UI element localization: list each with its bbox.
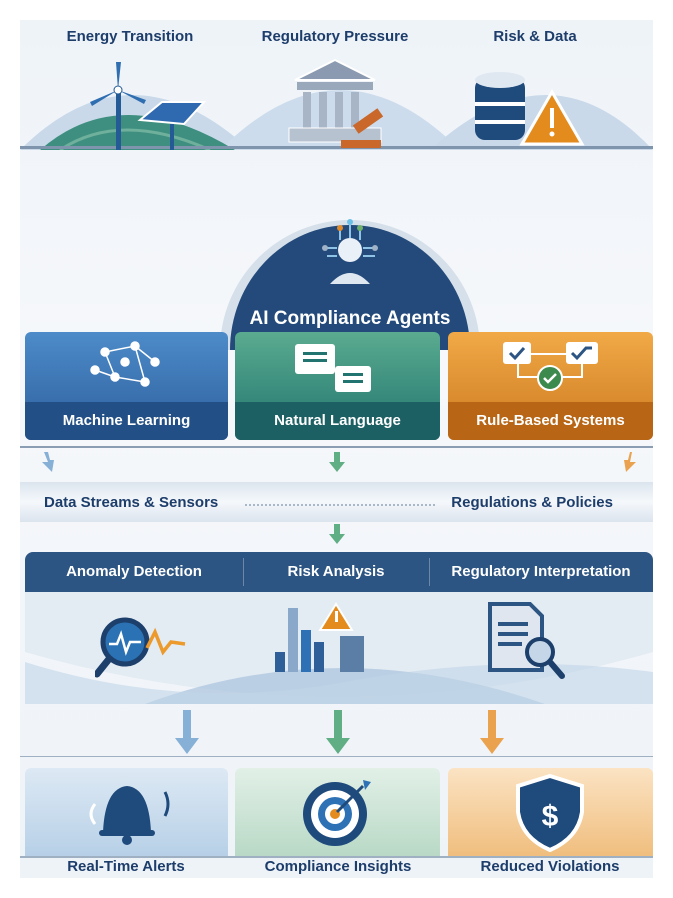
process-body (25, 592, 653, 704)
wind-solar-icon (90, 62, 207, 150)
input-regulations: Regulations & Policies (451, 494, 613, 511)
checklist-flow-icon (503, 342, 598, 391)
tech-label: Rule-Based Systems (448, 402, 653, 440)
outcome-label: Compliance Insights (264, 858, 412, 875)
bell-icon (89, 786, 170, 845)
tech-rule-based: Rule-Based Systems (448, 332, 653, 440)
shield-dollar-icon: $ (516, 773, 584, 853)
process-regulatory-interpretation: Regulatory Interpretation (451, 563, 631, 580)
top-divider (20, 146, 653, 149)
target-icon (303, 780, 371, 846)
process-anomaly-detection: Anomaly Detection (66, 563, 202, 580)
divider (20, 446, 653, 448)
tech-machine-learning: Machine Learning (25, 332, 228, 440)
arrow-down-orange-icon (624, 452, 636, 472)
bar-chart-warning-icon (275, 602, 364, 672)
outcome-reduced-violations: $ (448, 768, 653, 856)
process-header: Anomaly Detection Risk Analysis Regulato… (25, 552, 653, 592)
tech-label: Machine Learning (25, 402, 228, 440)
header-regulatory-pressure: Regulatory Pressure (261, 28, 409, 45)
magnifier-pulse-icon (95, 617, 186, 678)
database-warning-icon (475, 72, 585, 146)
tech-nlp: Natural Language Processing (235, 332, 440, 440)
divider (20, 756, 653, 757)
outcome-compliance-insights (235, 768, 440, 856)
outcome-label: Reduced Violations (480, 858, 620, 875)
core-dome: AI Compliance Agents (220, 200, 480, 350)
core-title: AI Compliance Agents (249, 308, 451, 329)
tech-label: Natural Language Processing (235, 402, 440, 440)
arrow-down-blue-icon (42, 452, 54, 472)
dotted-connector (245, 504, 435, 506)
arrow-down-green-icon (326, 710, 350, 754)
chat-bubbles-icon (295, 344, 371, 392)
government-building-icon (288, 58, 384, 148)
arrow-down-blue-icon (175, 710, 199, 754)
svg-text:$: $ (542, 800, 559, 833)
arrow-down-green-icon (329, 524, 345, 544)
document-search-icon (488, 602, 565, 679)
header-risk-data: Risk & Data (493, 28, 577, 45)
outcome-label: Real-Time Alerts (67, 858, 185, 875)
arrow-down-green-icon (329, 452, 345, 472)
arrow-down-orange-icon (480, 710, 504, 754)
ai-agent-icon (322, 219, 378, 284)
input-data-streams: Data Streams & Sensors (44, 494, 219, 511)
process-risk-analysis: Risk Analysis (287, 563, 385, 580)
inputs-band: Data Streams & Sensors Regulations & Pol… (20, 482, 653, 522)
header-energy-transition: Energy Transition (66, 28, 194, 45)
infographic: Energy Transition Regulatory Pressure Ri… (20, 20, 653, 878)
outcome-real-time-alerts (25, 768, 228, 856)
neural-network-icon (90, 341, 160, 387)
